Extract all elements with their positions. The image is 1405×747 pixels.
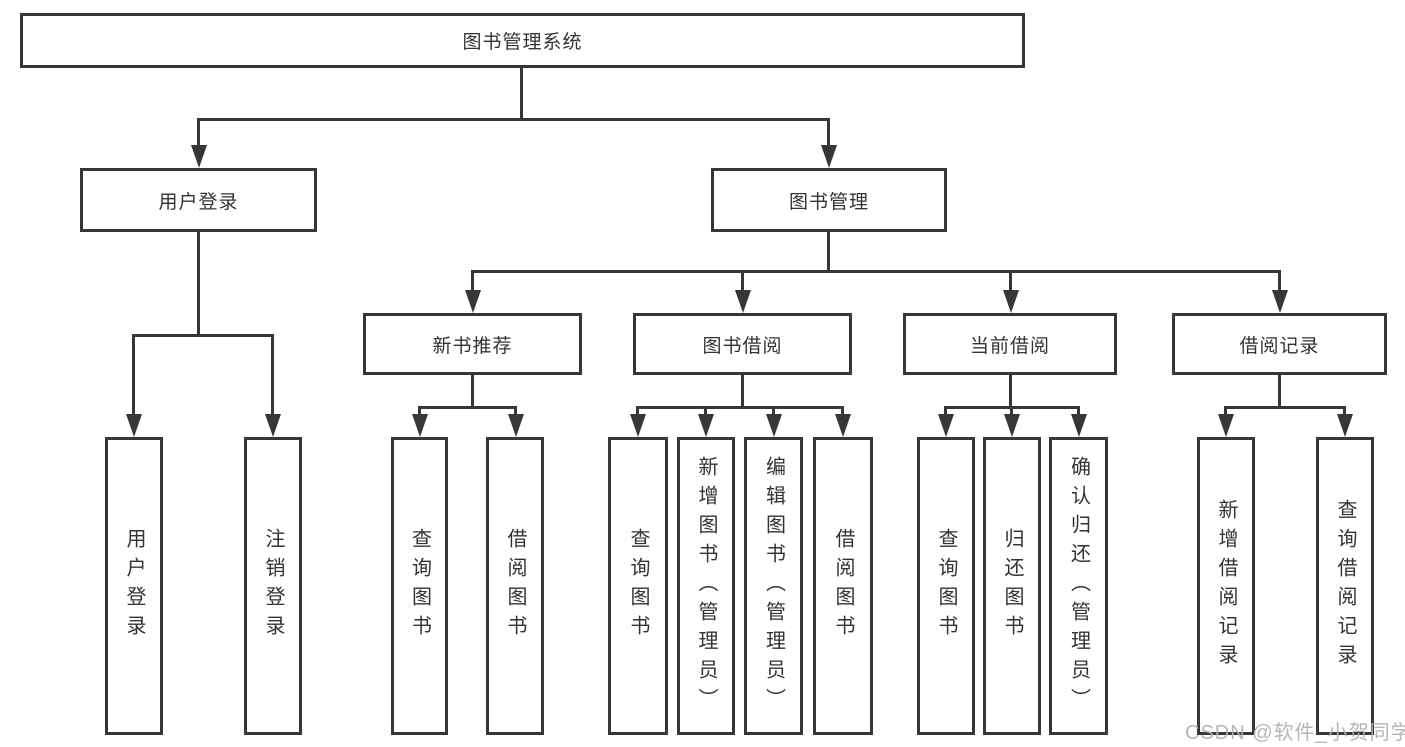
node-root-label: 图书管理系统 [462, 32, 583, 53]
leaf-br-query-record-label: 查询借阅记录 [1334, 499, 1356, 673]
node-user-login: 用户登录 [80, 168, 317, 232]
node-book-mgmt: 图书管理 [711, 168, 947, 232]
connector-current-borrow-vertical [1009, 375, 1012, 409]
arrow-to-book-mgmt [827, 118, 830, 145]
node-book-borrow-label: 图书借阅 [702, 335, 783, 357]
leaf-bb-add-books-admin-label: 新增图书（管理员） [695, 455, 717, 717]
connector-book-borrow-split [636, 406, 843, 409]
arrow-bb-borrow [841, 406, 844, 414]
node-user-login-label: 用户登录 [158, 191, 239, 213]
leaf-br-add-record: 新增借阅记录 [1197, 437, 1255, 735]
leaf-bb-edit-books-admin: 编辑图书（管理员） [744, 437, 803, 735]
leaf-cb-return-books-label: 归还图书 [1001, 528, 1023, 644]
connector-user-login-vertical [197, 232, 200, 337]
arrow-cb-confirm [1077, 406, 1080, 414]
arrow-to-borrow-records [1278, 270, 1281, 290]
node-root: 图书管理系统 [20, 13, 1025, 68]
node-new-books-label: 新书推荐 [432, 335, 513, 357]
arrow-to-new-books [471, 270, 474, 290]
connector-user-login-split [132, 334, 274, 337]
leaf-bb-borrow-books-label: 借阅图书 [832, 528, 854, 644]
connector-borrow-records-split [1224, 406, 1346, 409]
arrow-to-current-borrow [1009, 270, 1012, 290]
leaf-user-login: 用户登录 [105, 437, 163, 735]
arrow-br-add [1224, 406, 1227, 414]
leaf-cb-return-books: 归还图书 [983, 437, 1041, 735]
connector-book-borrow-vertical [741, 375, 744, 409]
arrow-to-book-borrow [741, 270, 744, 290]
arrow-bb-edit [772, 406, 775, 414]
arrow-cb-query [944, 406, 947, 414]
leaf-cb-query-books-label: 查询图书 [935, 528, 957, 644]
arrow-bb-add [704, 406, 707, 414]
node-book-mgmt-label: 图书管理 [788, 191, 869, 213]
connector-borrow-records-vertical [1278, 375, 1281, 409]
leaf-logout: 注销登录 [244, 437, 302, 735]
arrow-to-leaf-login [132, 334, 135, 414]
leaf-bb-borrow-books: 借阅图书 [813, 437, 873, 735]
leaf-cb-confirm-return-admin-label: 确认归还（管理员） [1067, 455, 1090, 717]
connector-new-books-split [418, 406, 516, 409]
node-borrow-records-label: 借阅记录 [1239, 335, 1320, 357]
leaf-nb-borrow-books: 借阅图书 [486, 437, 544, 735]
arrow-nb-query [418, 406, 421, 414]
arrow-br-query [1343, 406, 1346, 414]
connector-book-mgmt-vertical [827, 232, 830, 273]
leaf-bb-query-books-label: 查询图书 [627, 528, 649, 644]
leaf-logout-label: 注销登录 [262, 528, 284, 644]
leaf-user-login-label: 用户登录 [123, 528, 145, 644]
connector-level2-horizontal [197, 118, 830, 121]
connector-new-books-vertical [471, 375, 474, 409]
arrow-to-user-login [197, 118, 200, 145]
arrow-bb-query [636, 406, 639, 414]
node-current-borrow-label: 当前借阅 [969, 335, 1050, 357]
leaf-nb-query-books: 查询图书 [391, 437, 448, 735]
leaf-bb-edit-books-admin-label: 编辑图书（管理员） [762, 455, 785, 717]
node-borrow-records: 借阅记录 [1172, 313, 1387, 375]
leaf-nb-query-books-label: 查询图书 [408, 528, 431, 644]
leaf-cb-query-books: 查询图书 [917, 437, 975, 735]
node-current-borrow: 当前借阅 [903, 313, 1117, 375]
leaf-cb-confirm-return-admin: 确认归还（管理员） [1049, 437, 1108, 735]
leaf-bb-add-books-admin: 新增图书（管理员） [677, 437, 735, 735]
node-new-books: 新书推荐 [363, 313, 582, 375]
leaf-br-query-record: 查询借阅记录 [1316, 437, 1374, 735]
csdn-watermark: CSDN @软件_小贺同学 [1185, 722, 1405, 744]
leaf-bb-query-books: 查询图书 [608, 437, 668, 735]
connector-level3-horizontal [471, 270, 1281, 273]
arrow-cb-return [1010, 406, 1013, 414]
leaf-nb-borrow-books-label: 借阅图书 [504, 528, 526, 644]
leaf-br-add-record-label: 新增借阅记录 [1215, 499, 1237, 673]
arrow-to-leaf-logout [271, 334, 274, 414]
connector-root-vertical [520, 68, 523, 121]
arrow-nb-borrow [514, 406, 517, 414]
node-book-borrow: 图书借阅 [633, 313, 852, 375]
